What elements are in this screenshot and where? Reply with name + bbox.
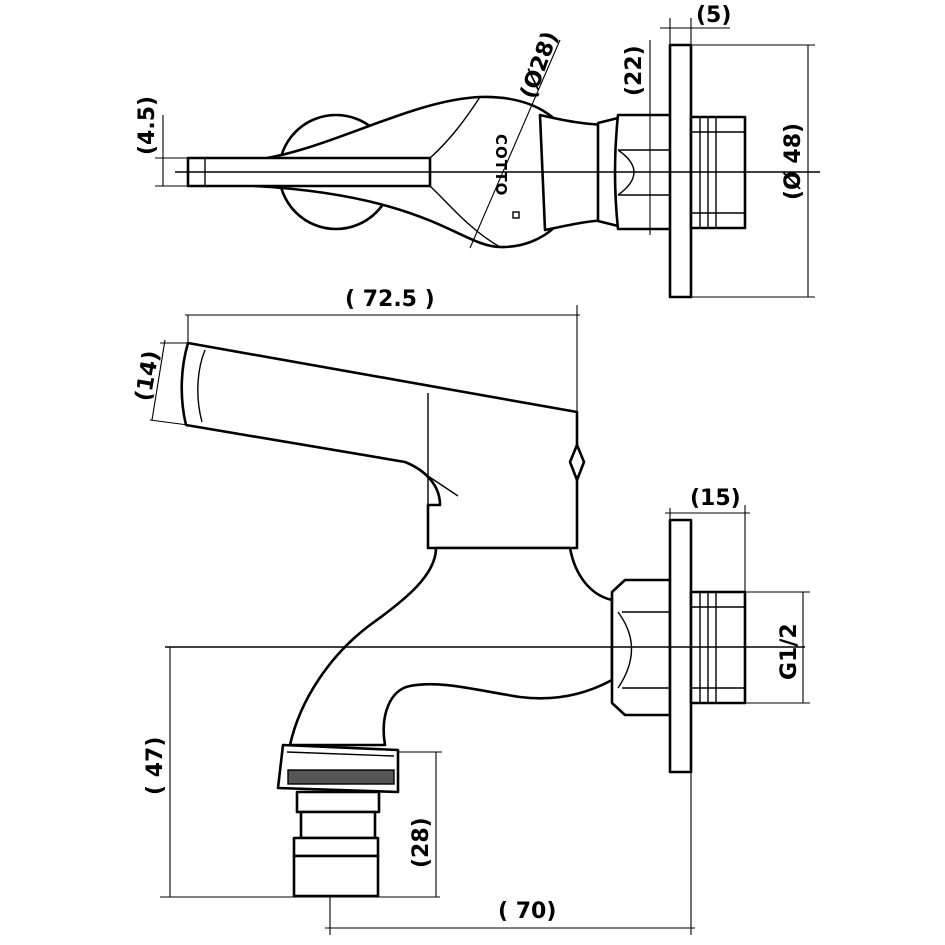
dim-flange-thickness: (5) <box>696 3 731 28</box>
dim-outlet-length: (28) <box>409 817 434 868</box>
dim-projection: ( 70) <box>498 899 556 924</box>
side-outlet-tip <box>292 854 380 898</box>
top-flange-plate <box>668 43 693 299</box>
dim-lever-length: ( 72.5 ) <box>345 287 435 312</box>
side-outlet-ring-2 <box>292 836 380 858</box>
brand-logo-text: COTTO <box>492 134 510 196</box>
side-outlet-ring-1 <box>295 790 381 814</box>
side-flange-plate <box>668 518 693 774</box>
dim-lever-end: (14) <box>131 349 164 403</box>
side-indicator-marker <box>568 443 586 482</box>
side-lever-handle <box>180 341 579 550</box>
dim-flange-diameter: (Ø 48) <box>781 123 806 200</box>
dim-thread-size: G1/2 <box>777 623 802 680</box>
side-outlet-neck-1 <box>299 810 377 840</box>
dim-lever-width: (4.5) <box>135 96 160 155</box>
dim-spout-height: ( 47) <box>143 737 168 795</box>
side-aerator-mesh <box>287 769 395 785</box>
side-view-dimensions: ( 72.5 ) (14) (15) G1/2 ( 47) (28) ( 70) <box>131 287 810 935</box>
dim-handle-diameter: (Ø28) <box>516 28 563 102</box>
dim-nut-length: (22) <box>622 45 647 96</box>
top-view: COTTO <box>175 43 820 299</box>
side-view <box>165 341 805 898</box>
dim-thread-length: (15) <box>690 486 741 511</box>
